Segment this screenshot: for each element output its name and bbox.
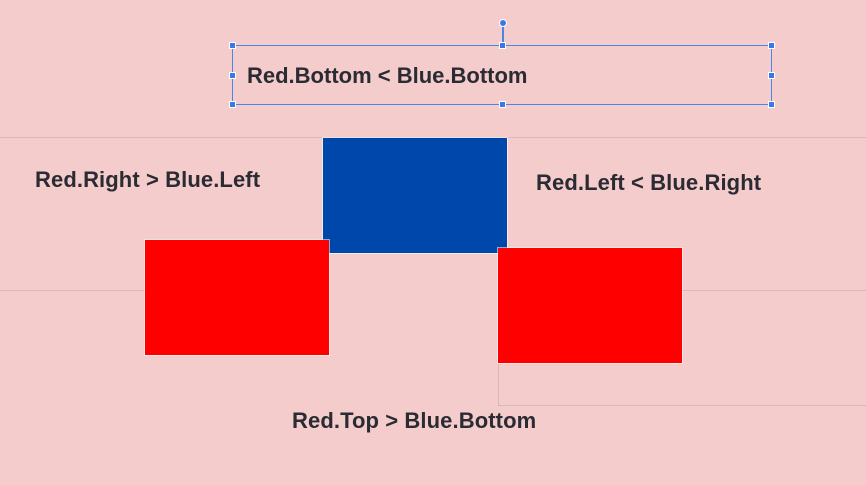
rotation-handle[interactable] <box>499 19 507 27</box>
resize-handle-middle-right[interactable] <box>768 72 775 79</box>
resize-handle-top-left[interactable] <box>229 42 236 49</box>
resize-handle-bottom-left[interactable] <box>229 101 236 108</box>
guide-line <box>498 405 866 406</box>
guide-line <box>498 363 499 405</box>
resize-handle-bottom-middle[interactable] <box>499 101 506 108</box>
resize-handle-middle-left[interactable] <box>229 72 236 79</box>
label-red-bottom-lt-blue-bottom[interactable]: Red.Bottom < Blue.Bottom <box>247 63 528 88</box>
guide-line <box>0 290 145 291</box>
rotation-stem <box>502 24 504 46</box>
guide-line <box>0 137 866 138</box>
guide-line <box>682 290 866 291</box>
selected-text-box[interactable]: Red.Bottom < Blue.Bottom <box>229 19 775 108</box>
label-red-right-gt-blue-left[interactable]: Red.Right > Blue.Left <box>35 167 261 192</box>
red-rectangle-right[interactable] <box>498 248 682 363</box>
resize-handle-bottom-right[interactable] <box>768 101 775 108</box>
resize-handle-top-middle[interactable] <box>499 42 506 49</box>
label-red-top-gt-blue-bottom[interactable]: Red.Top > Blue.Bottom <box>292 408 537 433</box>
blue-rectangle[interactable] <box>323 138 507 253</box>
label-red-left-lt-blue-right[interactable]: Red.Left < Blue.Right <box>536 170 762 195</box>
resize-handle-top-right[interactable] <box>768 42 775 49</box>
red-rectangle-left[interactable] <box>145 240 329 355</box>
